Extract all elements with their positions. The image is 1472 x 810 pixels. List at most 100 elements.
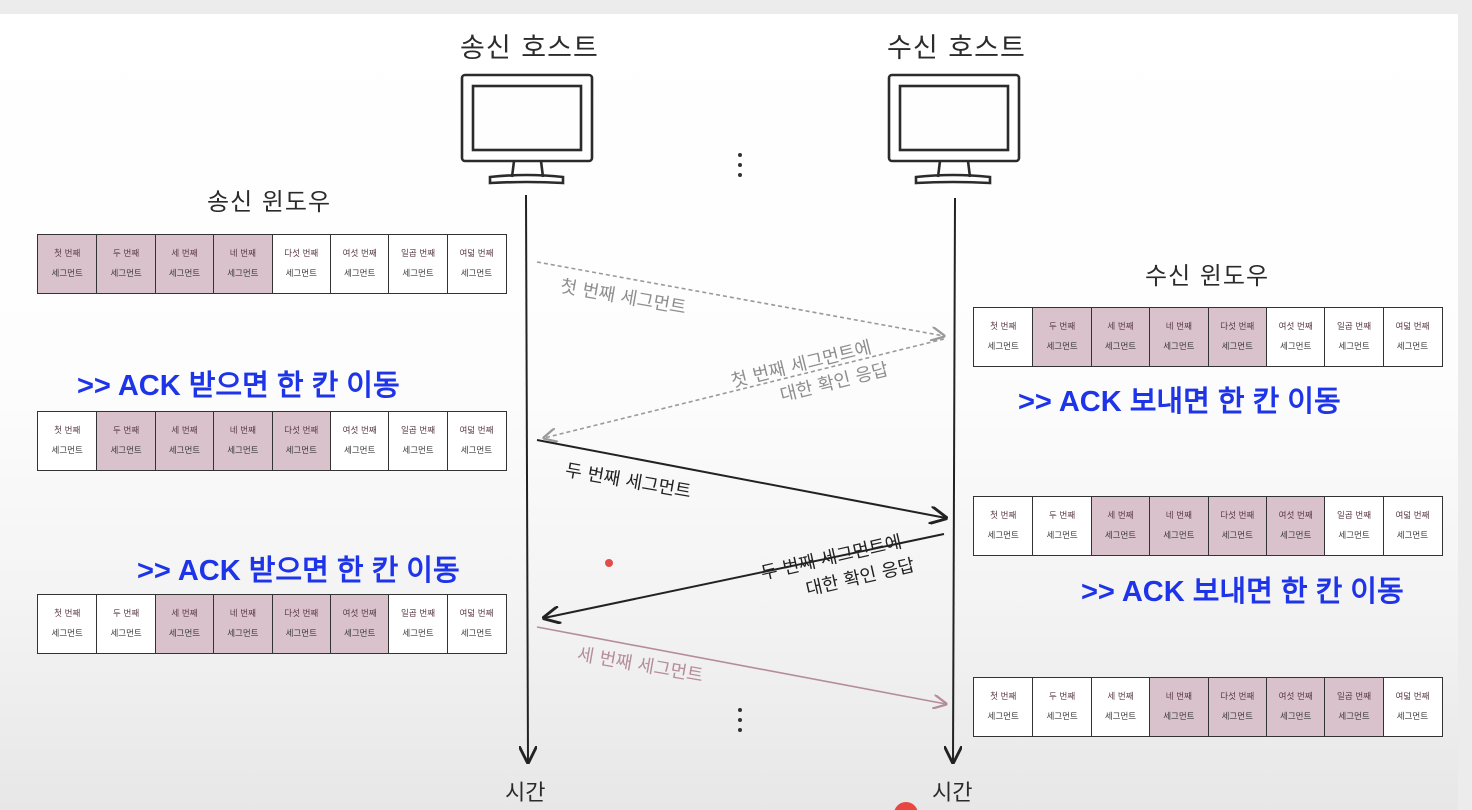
segment-ordinal: 네 번째 [229,426,256,436]
segment-ordinal: 여덟 번째 [459,249,494,259]
segment-word: 세그먼트 [1163,531,1195,541]
segment-word: 세그먼트 [51,446,83,456]
segment-ordinal: 첫 번째 [990,692,1017,702]
segment-word: 세그먼트 [460,629,493,639]
receiver-timeline [953,197,955,762]
segment-ordinal: 다섯 번째 [1220,692,1255,702]
segment-word: 세그먼트 [51,629,83,639]
segment-word: 세그먼트 [1104,531,1137,541]
segment-ordinal: 일곱 번째 [401,249,436,259]
sender-host-title: 송신 호스트 [460,33,599,64]
segment-word: 세그먼트 [1221,531,1253,541]
segment-ordinal: 두 번째 [113,249,140,259]
segment-word: 세그먼트 [987,342,1019,352]
segment-word: 세그먼트 [227,269,259,279]
segment-ordinal: 일곱 번째 [401,609,436,619]
segment-word: 세그먼트 [1046,342,1078,352]
segment-ordinal: 첫 번째 [990,511,1017,521]
segment-ordinal: 첫 번째 [54,426,81,436]
segment-word: 세그먼트 [168,269,201,279]
segment-ordinal: 첫 번째 [54,609,81,619]
segment-ordinal: 여덟 번째 [1395,692,1430,702]
segment-word: 세그먼트 [1280,712,1312,722]
segment-word: 세그먼트 [285,269,317,279]
segment-ordinal: 두 번째 [1049,511,1076,521]
segment-word: 세그먼트 [1280,531,1312,541]
receiver-ack-note-1: >> ACK 보내면 한 칸 이동 [1018,386,1341,418]
segment-word: 세그먼트 [110,446,142,456]
segment-ordinal: 세 번째 [171,426,198,436]
segment-ordinal: 여덟 번째 [1395,511,1430,521]
segment-word: 세그먼트 [1396,531,1429,541]
sender-monitor-icon [460,73,594,185]
segment-word: 세그먼트 [344,446,376,456]
segment-ordinal: 여덟 번째 [459,426,494,436]
segment-word: 세그먼트 [1104,712,1137,722]
pointer-dot [894,802,918,810]
segment-word: 세그먼트 [110,269,142,279]
segment-ordinal: 세 번째 [1107,322,1134,332]
segment-word: 세그먼트 [168,446,201,456]
segment-ordinal: 일곱 번째 [1337,692,1372,702]
segment-word: 세그먼트 [1396,342,1429,352]
segment-ordinal: 세 번째 [171,249,198,259]
seg1-arrow [536,261,944,336]
receiver-host-title: 수신 호스트 [887,33,1026,64]
segment-ordinal: 네 번째 [1165,692,1192,702]
segment-word: 세그먼트 [1163,712,1195,722]
segment-ordinal: 여섯 번째 [1278,322,1313,332]
segment-ordinal: 두 번째 [1049,322,1076,332]
segment-ordinal: 다섯 번째 [1220,511,1255,521]
segment-ordinal: 여섯 번째 [342,249,377,259]
segment-word: 세그먼트 [402,629,434,639]
segment-ordinal: 세 번째 [171,609,198,619]
segment-ordinal: 여섯 번째 [342,426,377,436]
segment-word: 세그먼트 [110,629,142,639]
segment-word: 세그먼트 [285,446,317,456]
segment-ordinal: 네 번째 [229,249,256,259]
segment-ordinal: 첫 번째 [54,249,81,259]
seg2-arrow [536,439,946,518]
sender-ack-note-2: >> ACK 받으면 한 칸 이동 [137,555,460,587]
segment-word: 세그먼트 [227,629,259,639]
segment-ordinal: 네 번째 [229,609,256,619]
segment-word: 세그먼트 [168,629,201,639]
segment-word: 세그먼트 [1163,342,1195,352]
pointer-dot [605,559,613,567]
segment-ordinal: 여덟 번째 [1395,322,1430,332]
receiver-ack-note-2: >> ACK 보내면 한 칸 이동 [1081,576,1404,608]
